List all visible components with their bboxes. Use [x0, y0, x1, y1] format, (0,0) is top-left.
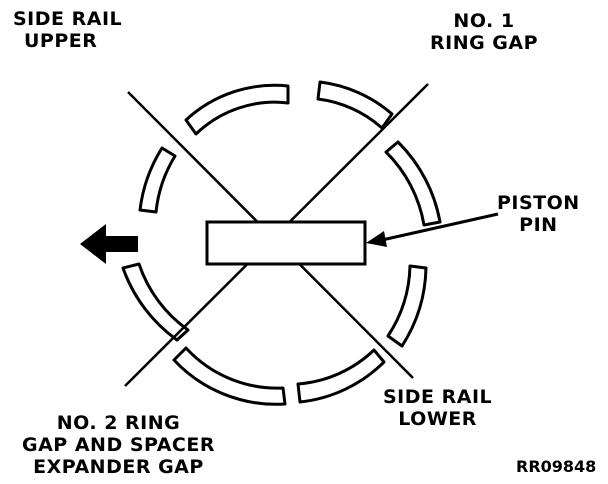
piston-pin-rect	[205, 220, 367, 266]
ring-segment-top	[184, 83, 290, 136]
ring-segment-right-lower	[386, 264, 428, 348]
label-piston-pin: PISTON PIN	[497, 192, 580, 236]
ring-outline	[121, 80, 442, 406]
direction-arrow-icon	[80, 224, 138, 264]
ring-segment-left-upper	[138, 146, 177, 214]
label-no2-ring-gap: NO. 2 RING GAP AND SPACER EXPANDER GAP	[22, 412, 215, 478]
ring-segment-right-upper	[384, 140, 442, 227]
label-side-rail-upper: SIDE RAIL UPPER	[13, 8, 123, 52]
leader-arrowhead	[366, 231, 387, 247]
label-no1-ring-gap: NO. 1 RING GAP	[430, 10, 539, 54]
ring-segment-bottom-left	[172, 346, 287, 406]
ring-segment-bottom-right	[296, 348, 386, 404]
figure-code: RR09848	[516, 457, 597, 476]
label-side-rail-lower: SIDE RAIL LOWER	[383, 386, 493, 430]
ring-segment-left-lower	[121, 262, 190, 342]
piston-pin-leader	[366, 212, 499, 247]
ring-segment-top-right	[316, 80, 394, 130]
